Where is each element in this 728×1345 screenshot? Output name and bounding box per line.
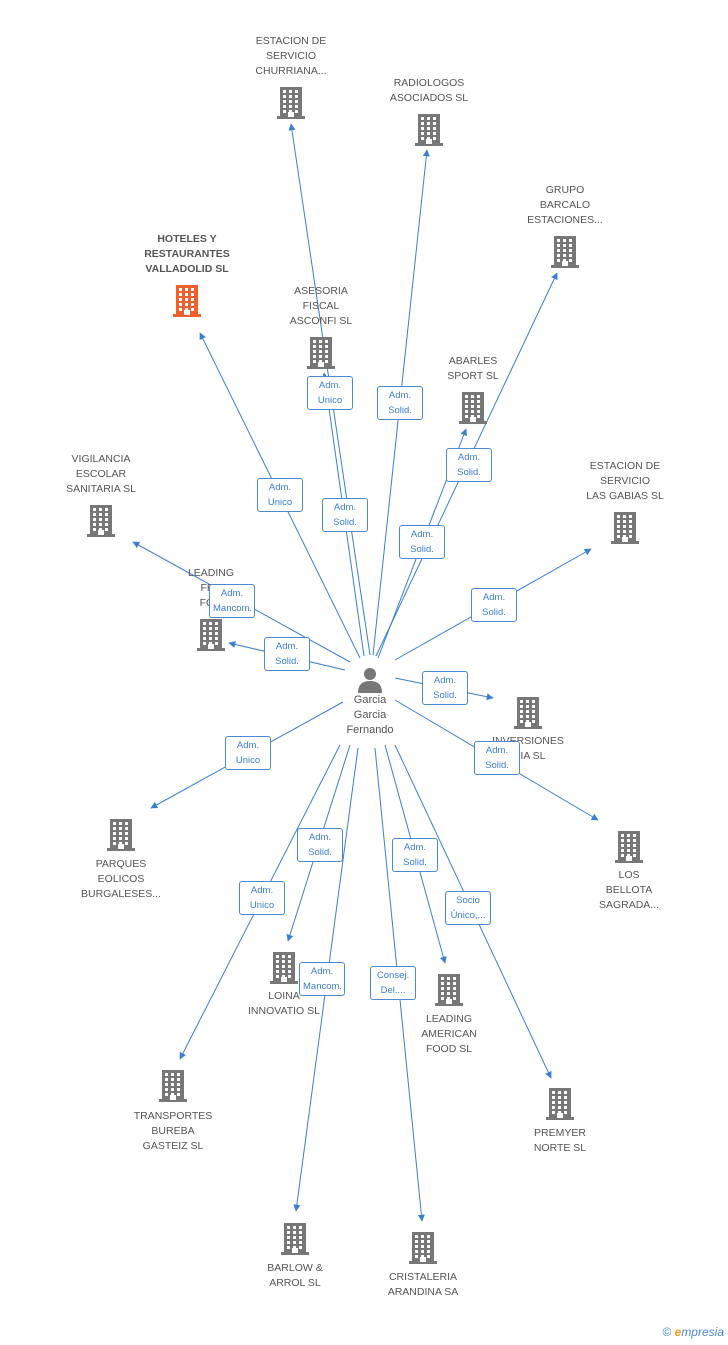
- edge-label-radiologos[interactable]: Adm. Solid.: [377, 386, 423, 420]
- building-icon: [415, 114, 443, 146]
- company-name: PREMYER NORTE SL: [533, 1127, 587, 1154]
- edge-label-parques[interactable]: Adm. Unico: [225, 736, 271, 770]
- brand-logo-e: e: [674, 1325, 682, 1339]
- company-node-abarles[interactable]: ABARLES SPORT SL: [398, 354, 548, 424]
- company-name: ESTACION DE SERVICIO CHURRIANA...: [255, 35, 327, 77]
- company-name: HOTELES Y RESTAURANTES VALLADOLID SL: [144, 233, 230, 275]
- company-name: ESTACION DE SERVICIO LAS GABIAS SL: [586, 460, 664, 502]
- company-node-grupo-barcalo[interactable]: GRUPO BARCALO ESTACIONES...: [490, 183, 640, 268]
- edge-label-leading-fresh[interactable]: Adm. Solid.: [264, 637, 310, 671]
- edge-label-los-bellota[interactable]: Adm. Solid.: [474, 741, 520, 775]
- person-icon: [358, 668, 382, 693]
- company-name: TRANSPORTES BUREBA GASTEIZ SL: [133, 1110, 213, 1152]
- edge-label-abarles[interactable]: Adm. Solid.: [399, 525, 445, 559]
- building-icon: [307, 337, 335, 369]
- company-node-hoteles[interactable]: HOTELES Y RESTAURANTES VALLADOLID SL: [112, 232, 262, 317]
- company-name: ABARLES SPORT SL: [447, 355, 499, 382]
- building-icon: [435, 974, 463, 1006]
- edge-label-loina[interactable]: Adm. Solid.: [297, 828, 343, 862]
- building-icon: [281, 1223, 309, 1255]
- company-node-transportes[interactable]: TRANSPORTES BUREBA GASTEIZ SL: [98, 1068, 248, 1154]
- company-node-estacion-churriana[interactable]: ESTACION DE SERVICIO CHURRIANA...: [216, 34, 366, 119]
- building-icon: [277, 87, 305, 119]
- building-icon: [197, 619, 225, 651]
- edge-label-premyer[interactable]: Socio Único,...: [445, 891, 491, 925]
- building-icon: [459, 392, 487, 424]
- building-icon: [173, 285, 201, 317]
- company-name: GRUPO BARCALO ESTACIONES...: [527, 184, 603, 226]
- person-name: Garcia Garcia Fernando: [346, 694, 394, 736]
- edge-label-barlow[interactable]: Adm. Mancom.: [299, 962, 345, 996]
- company-node-radiologos[interactable]: RADIOLOGOS ASOCIADOS SL: [354, 76, 504, 146]
- building-icon: [615, 831, 643, 863]
- company-name: BARLOW & ARROL SL: [267, 1262, 323, 1289]
- brand-logo-text: mpresia: [681, 1325, 724, 1339]
- company-name: RADIOLOGOS ASOCIADOS SL: [389, 77, 469, 104]
- building-icon: [514, 697, 542, 729]
- edge-label-leading-american[interactable]: Adm. Solid.: [392, 838, 438, 872]
- building-icon: [551, 236, 579, 268]
- company-node-barlow[interactable]: BARLOW & ARROL SL: [220, 1221, 370, 1291]
- company-name: VIGILANCIA ESCOLAR SANITARIA SL: [66, 453, 136, 495]
- company-name: CRISTALERIA ARANDINA SA: [387, 1271, 459, 1298]
- company-node-inversiones[interactable]: INVERSIONES IPIA SL: [453, 695, 603, 764]
- edge-label-grupo-barcalo[interactable]: Adm. Solid.: [446, 448, 492, 482]
- edge-label-transportes[interactable]: Adm. Unico: [239, 881, 285, 915]
- brand-logo: © empresia: [662, 1325, 724, 1339]
- edge-label-cristaleria[interactable]: Consej. Del....: [370, 966, 416, 1000]
- edge-label-inversiones[interactable]: Adm. Solid.: [422, 671, 468, 705]
- person-node[interactable]: Garcia Garcia Fernando: [320, 665, 420, 738]
- company-node-vigilancia[interactable]: VIGILANCIA ESCOLAR SANITARIA SL: [26, 452, 176, 537]
- company-node-cristaleria[interactable]: CRISTALERIA ARANDINA SA: [348, 1230, 498, 1300]
- building-icon: [87, 505, 115, 537]
- company-name: LEADING AMERICAN FOOD SL: [421, 1013, 477, 1055]
- company-node-estacion-gabias[interactable]: ESTACION DE SERVICIO LAS GABIAS SL: [550, 459, 700, 544]
- edge-label-estacion-gabias[interactable]: Adm. Solid.: [471, 588, 517, 622]
- building-icon: [611, 512, 639, 544]
- company-node-los-bellota[interactable]: LOS BELLOTA SAGRADA...: [554, 829, 704, 913]
- building-icon: [107, 819, 135, 851]
- copyright-symbol: ©: [662, 1325, 672, 1339]
- edge-label-hoteles[interactable]: Adm. Unico: [257, 478, 303, 512]
- edge-label-estacion-churriana[interactable]: Adm. Unico: [307, 376, 353, 410]
- company-name: LOS BELLOTA SAGRADA...: [598, 869, 660, 911]
- company-node-premyer[interactable]: PREMYER NORTE SL: [485, 1086, 635, 1156]
- company-node-parques[interactable]: PARQUES EOLICOS BURGALESES...: [46, 817, 196, 902]
- company-node-asesoria[interactable]: ASESORIA FISCAL ASCONFI SL: [246, 284, 396, 369]
- edge-label-asesoria[interactable]: Adm. Solid.: [322, 498, 368, 532]
- company-name: LOINA INNOVATIO SL: [248, 990, 320, 1017]
- company-name: PARQUES EOLICOS BURGALESES...: [81, 858, 161, 900]
- building-icon: [270, 952, 298, 984]
- building-icon: [159, 1070, 187, 1102]
- building-icon: [409, 1232, 437, 1264]
- company-node-loina[interactable]: LOINA INNOVATIO SL: [209, 950, 359, 1019]
- company-node-leading-fresh[interactable]: LEADING FRE FOO: [136, 566, 286, 651]
- building-icon: [546, 1088, 574, 1120]
- company-node-leading-american[interactable]: LEADING AMERICAN FOOD SL: [374, 972, 524, 1057]
- edge-label-vigilancia[interactable]: Adm. Mancom.: [209, 584, 255, 618]
- company-name: ASESORIA FISCAL ASCONFI SL: [289, 285, 353, 327]
